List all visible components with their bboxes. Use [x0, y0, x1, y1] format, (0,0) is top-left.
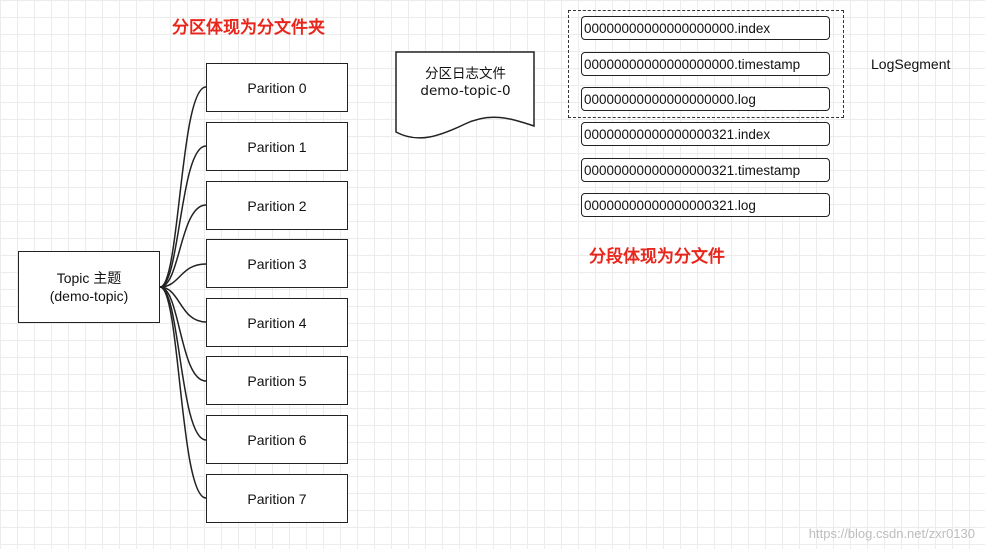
- partition-label: Parition 1: [247, 138, 307, 155]
- watermark-text: https://blog.csdn.net/zxr0130: [808, 526, 975, 541]
- segment-file-0-log: 00000000000000000000.log: [581, 87, 830, 111]
- partition-label: Parition 2: [247, 197, 307, 214]
- topic-name: (demo-topic): [49, 288, 129, 304]
- segment-file-321-log: 00000000000000000321.log: [581, 193, 830, 217]
- segment-file-0-index: 00000000000000000000.index: [581, 16, 830, 40]
- partition-box-0: Parition 0: [206, 63, 348, 112]
- connector-partition-6: [159, 286, 207, 441]
- connector-partition-0: [159, 86, 207, 288]
- partition-folder-heading: 分区体现为分文件夹: [172, 18, 325, 38]
- log-segment-label: LogSegment: [871, 56, 951, 72]
- partition-label: Parition 6: [247, 431, 307, 448]
- log-document-label: 分区日志文件 demo-topic-0: [398, 66, 533, 100]
- partition-label: Parition 0: [247, 79, 307, 96]
- connector-partition-3: [159, 263, 207, 288]
- segment-file-heading: 分段体现为分文件: [589, 247, 725, 267]
- topic-box: Topic 主题 (demo-topic): [18, 251, 160, 323]
- log-document-title: 分区日志文件: [425, 66, 506, 82]
- partition-box-6: Parition 6: [206, 415, 348, 464]
- partition-label: Parition 7: [247, 490, 307, 507]
- partition-box-5: Parition 5: [206, 356, 348, 405]
- connector-partition-4: [159, 286, 207, 323]
- connector-partition-7: [159, 286, 207, 499]
- partition-box-2: Parition 2: [206, 181, 348, 230]
- log-segment-group: [568, 10, 844, 118]
- connector-partition-5: [159, 286, 207, 382]
- partition-label: Parition 4: [247, 314, 307, 331]
- segment-file-0-timestamp: 00000000000000000000.timestamp: [581, 52, 830, 76]
- partition-box-1: Parition 1: [206, 122, 348, 171]
- log-document-shape: [395, 51, 535, 139]
- segment-file-321-index: 00000000000000000321.index: [581, 122, 830, 146]
- partition-label: Parition 5: [247, 372, 307, 389]
- partition-box-4: Parition 4: [206, 298, 348, 347]
- connector-partition-2: [159, 204, 207, 288]
- log-document-name: demo-topic-0: [420, 83, 511, 99]
- segment-file-321-timestamp: 00000000000000000321.timestamp: [581, 158, 830, 182]
- partition-label: Parition 3: [247, 255, 307, 272]
- partition-box-7: Parition 7: [206, 474, 348, 523]
- connector-partition-1: [159, 145, 207, 288]
- partition-box-3: Parition 3: [206, 239, 348, 288]
- topic-title: Topic 主题: [56, 270, 122, 286]
